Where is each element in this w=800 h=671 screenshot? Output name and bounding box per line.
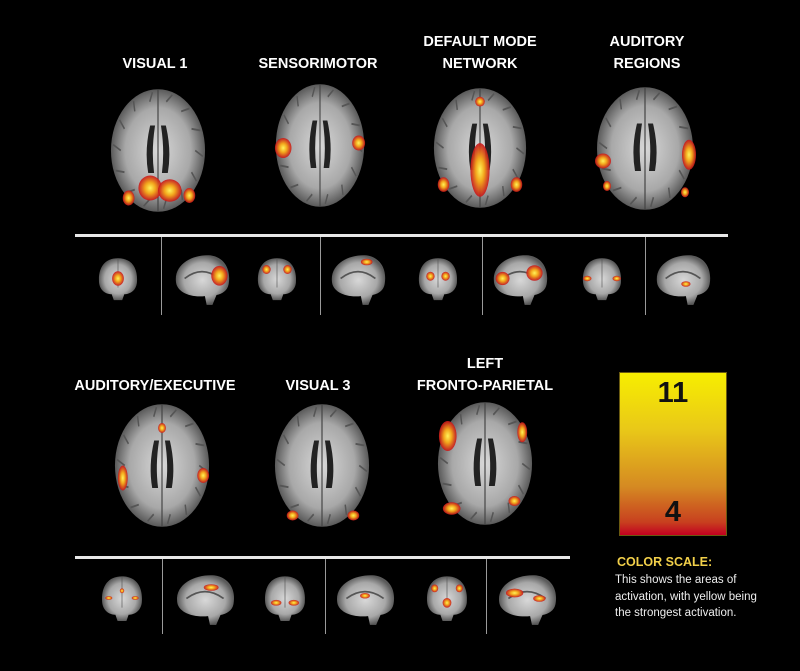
- activation-blob: [508, 495, 521, 506]
- thumbnail-brain: [98, 257, 138, 300]
- network-title-sensorimotor: SENSORIMOTOR: [258, 56, 378, 72]
- thumb-divider: [486, 559, 487, 634]
- thumb-divider: [162, 559, 163, 634]
- thumb-divider: [645, 237, 646, 315]
- activation-blob: [183, 187, 196, 203]
- axial-brain-left-fronto-parietal: [437, 401, 533, 525]
- activation-blob: [595, 153, 611, 168]
- activation-blob: [286, 510, 299, 520]
- axial-brain-auditory-executive: [114, 403, 210, 527]
- activation-blob: [426, 271, 435, 281]
- color-scale-bar: 11 4: [619, 372, 727, 536]
- thumbnail-brain: [102, 576, 142, 622]
- network-title-visual-1: VISUAL 1: [122, 56, 188, 72]
- activation-blob: [517, 421, 528, 442]
- activation-blob: [526, 264, 543, 281]
- activation-blob: [583, 275, 592, 281]
- thumb-divider: [320, 237, 321, 315]
- activation-blob: [437, 177, 450, 192]
- axial-brain-auditory: [595, 86, 696, 210]
- thumbnail-brain: [336, 574, 395, 625]
- activation-blob: [431, 584, 439, 593]
- activation-blob: [360, 258, 373, 265]
- network-title-visual-3: VISUAL 3: [285, 378, 351, 394]
- activation-blob: [682, 139, 696, 170]
- activation-blob: [533, 594, 546, 602]
- activation-blob: [495, 271, 510, 285]
- thumbnail-brain: [498, 574, 557, 625]
- network-title-auditory: AUDITORY REGIONS: [609, 34, 685, 72]
- axial-brain-sensorimotor: [274, 83, 366, 207]
- activation-blob: [203, 583, 219, 591]
- axial-brain-visual-1: [110, 88, 206, 212]
- thumb-divider: [325, 559, 326, 634]
- thumbnail-brain: [427, 576, 467, 622]
- thumbnail-brain: [175, 254, 230, 305]
- thumbnail-brain: [418, 257, 458, 300]
- activation-blob: [262, 264, 271, 274]
- activation-blob: [681, 280, 691, 287]
- activation-blob: [505, 588, 524, 597]
- activation-blob: [360, 592, 370, 598]
- thumb-divider: [482, 237, 483, 315]
- thumbnail-brain: [265, 576, 305, 622]
- activation-blob: [442, 598, 452, 608]
- color-scale-heading: COLOR SCALE:: [617, 555, 713, 569]
- activation-blob: [352, 135, 366, 150]
- axial-brain-visual-3: [274, 403, 370, 527]
- divider-bottom: [75, 556, 570, 559]
- activation-blob: [283, 264, 292, 274]
- activation-blob: [112, 270, 124, 286]
- activation-blob: [211, 265, 228, 286]
- network-title-auditory-executive: AUDITORY/EXECUTIVE: [74, 378, 236, 394]
- thumbnail-brain: [331, 254, 386, 305]
- activation-blob: [131, 596, 139, 600]
- activation-blob: [270, 599, 282, 606]
- activation-blob: [603, 180, 611, 191]
- activation-blob: [105, 596, 113, 600]
- divider-top: [75, 234, 728, 237]
- network-title-default-mode: DEFAULT MODE NETWORK: [423, 34, 537, 72]
- activation-blob: [441, 271, 450, 281]
- color-scale-max: 11: [657, 377, 689, 409]
- thumbnail-brain: [582, 257, 622, 300]
- activation-blob: [470, 143, 490, 197]
- activation-blob: [274, 137, 292, 158]
- activation-blob: [158, 178, 182, 202]
- activation-blob: [197, 467, 210, 483]
- activation-blob: [138, 175, 162, 200]
- thumbnail-brain: [493, 254, 548, 305]
- activation-blob: [475, 96, 485, 107]
- activation-blob: [122, 190, 135, 205]
- activation-blob: [455, 584, 463, 593]
- color-scale-description: This shows the areas of activation, with…: [615, 574, 757, 619]
- thumbnail-brain: [257, 257, 297, 300]
- activation-blob: [681, 186, 689, 197]
- axial-brain-default-mode: [433, 88, 527, 208]
- activation-blob: [438, 420, 457, 451]
- activation-blob: [117, 465, 128, 490]
- thumbnail-brain: [176, 574, 235, 625]
- color-scale-min: 4: [664, 496, 682, 528]
- activation-blob: [510, 177, 523, 192]
- network-title-left-fronto-parietal: LEFT FRONTO-PARIETAL: [416, 356, 554, 394]
- activation-blob: [347, 510, 360, 520]
- thumb-divider: [161, 237, 162, 315]
- activation-blob: [442, 501, 461, 515]
- activation-blob: [158, 422, 166, 433]
- activation-blob: [612, 275, 621, 281]
- activation-blob: [119, 588, 125, 594]
- thumbnail-brain: [656, 254, 711, 305]
- activation-blob: [288, 599, 300, 606]
